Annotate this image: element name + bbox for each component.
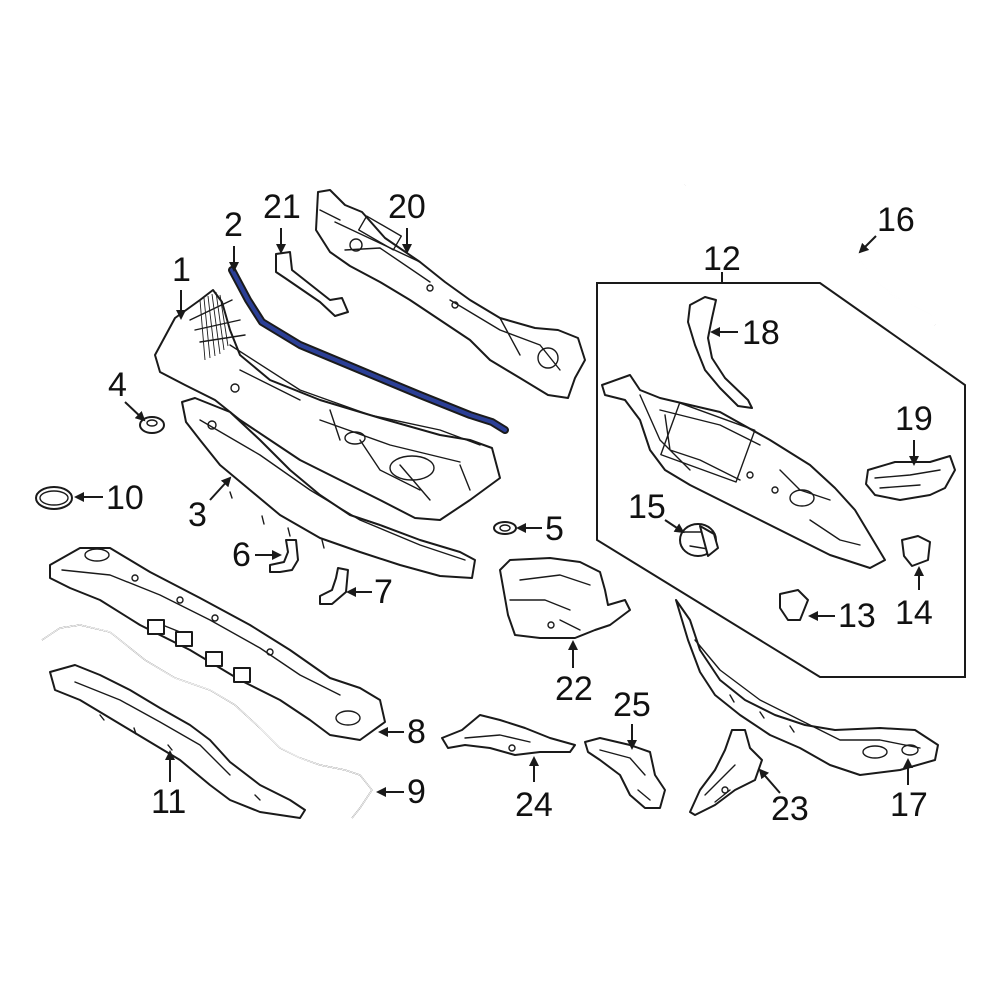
part-4-grommet[interactable] [139,416,165,434]
callout-11: 11 [151,750,186,821]
part-1-cowl-grille[interactable] [154,289,501,521]
callout-2: 2 [224,206,243,272]
svg-text:17: 17 [890,786,928,824]
part-8-reinforcement[interactable] [49,547,386,741]
part-23-bracket[interactable] [689,729,763,816]
part-12-dash-panel[interactable] [601,374,886,569]
svg-text:4: 4 [108,366,127,404]
part-16-rod-inner [684,176,936,326]
svg-text:22: 22 [555,670,593,708]
callout-5: 5 [516,510,564,548]
part-9-wire-inner [41,624,373,819]
callout-10: 10 [74,479,144,517]
svg-text:20: 20 [388,188,426,226]
part-24-bracket[interactable] [441,714,576,756]
svg-text:12: 12 [703,240,741,278]
callout-16: 16 [858,201,915,254]
part-22-panel[interactable] [499,557,631,639]
callout-19: 19 [895,400,933,466]
svg-text:16: 16 [877,201,915,239]
svg-text:24: 24 [515,786,553,824]
svg-text:14: 14 [895,594,933,632]
svg-text:2: 2 [224,206,243,244]
svg-text:25: 25 [613,686,651,724]
svg-text:7: 7 [374,573,393,611]
svg-text:13: 13 [838,597,876,635]
callout-17: 17 [890,758,928,824]
part-18-bracket[interactable] [687,296,753,409]
callout-20: 20 [388,188,426,254]
callout-21: 21 [263,188,301,254]
svg-text:9: 9 [407,773,426,811]
callout-3: 3 [188,476,232,534]
svg-text:11: 11 [151,783,186,821]
svg-text:6: 6 [232,536,251,574]
svg-text:18: 18 [742,314,780,352]
part-20-cowl-panel[interactable] [315,189,586,399]
part-15-cap[interactable] [679,523,719,557]
callout-9: 9 [376,773,426,811]
part-25-bracket[interactable] [584,737,666,809]
callout-22: 22 [555,640,593,708]
part-2-cowl-seal-highlight [230,268,507,432]
part-21-bracket[interactable] [275,251,349,317]
part-19-panel[interactable] [865,455,956,501]
part-10-ring-seal[interactable] [35,486,73,510]
callout-18: 18 [710,314,780,352]
callout-7: 7 [346,573,393,611]
part-5-grommet[interactable] [493,521,517,535]
part-14-bracket[interactable] [901,535,931,567]
svg-text:3: 3 [188,496,207,534]
callout-23: 23 [758,768,809,828]
svg-text:8: 8 [407,713,426,751]
svg-text:21: 21 [263,188,301,226]
part-13-bracket[interactable] [779,589,809,621]
assembly-12-outline [596,282,966,678]
part-6-clip[interactable] [269,539,299,573]
callout-1: 1 [172,251,191,320]
callout-12: 12 [703,240,741,278]
callout-14: 14 [895,566,933,632]
part-3-lower-panel[interactable] [181,397,476,579]
callout-15: 15 [628,488,685,534]
part-17-side-rail[interactable] [675,599,939,776]
callout-6: 6 [232,536,282,574]
callout-24: 24 [515,756,553,824]
part-11-lower-bracket[interactable] [49,664,306,819]
svg-text:15: 15 [628,488,666,526]
callout-4: 4 [108,366,146,422]
callout-8: 8 [378,713,426,751]
svg-text:1: 1 [172,251,191,289]
part-7-clip[interactable] [319,567,349,605]
callout-25: 25 [613,686,651,750]
svg-text:5: 5 [545,510,564,548]
callout-13: 13 [808,597,876,635]
svg-text:19: 19 [895,400,933,438]
svg-text:23: 23 [771,790,809,828]
svg-text:10: 10 [106,479,144,517]
